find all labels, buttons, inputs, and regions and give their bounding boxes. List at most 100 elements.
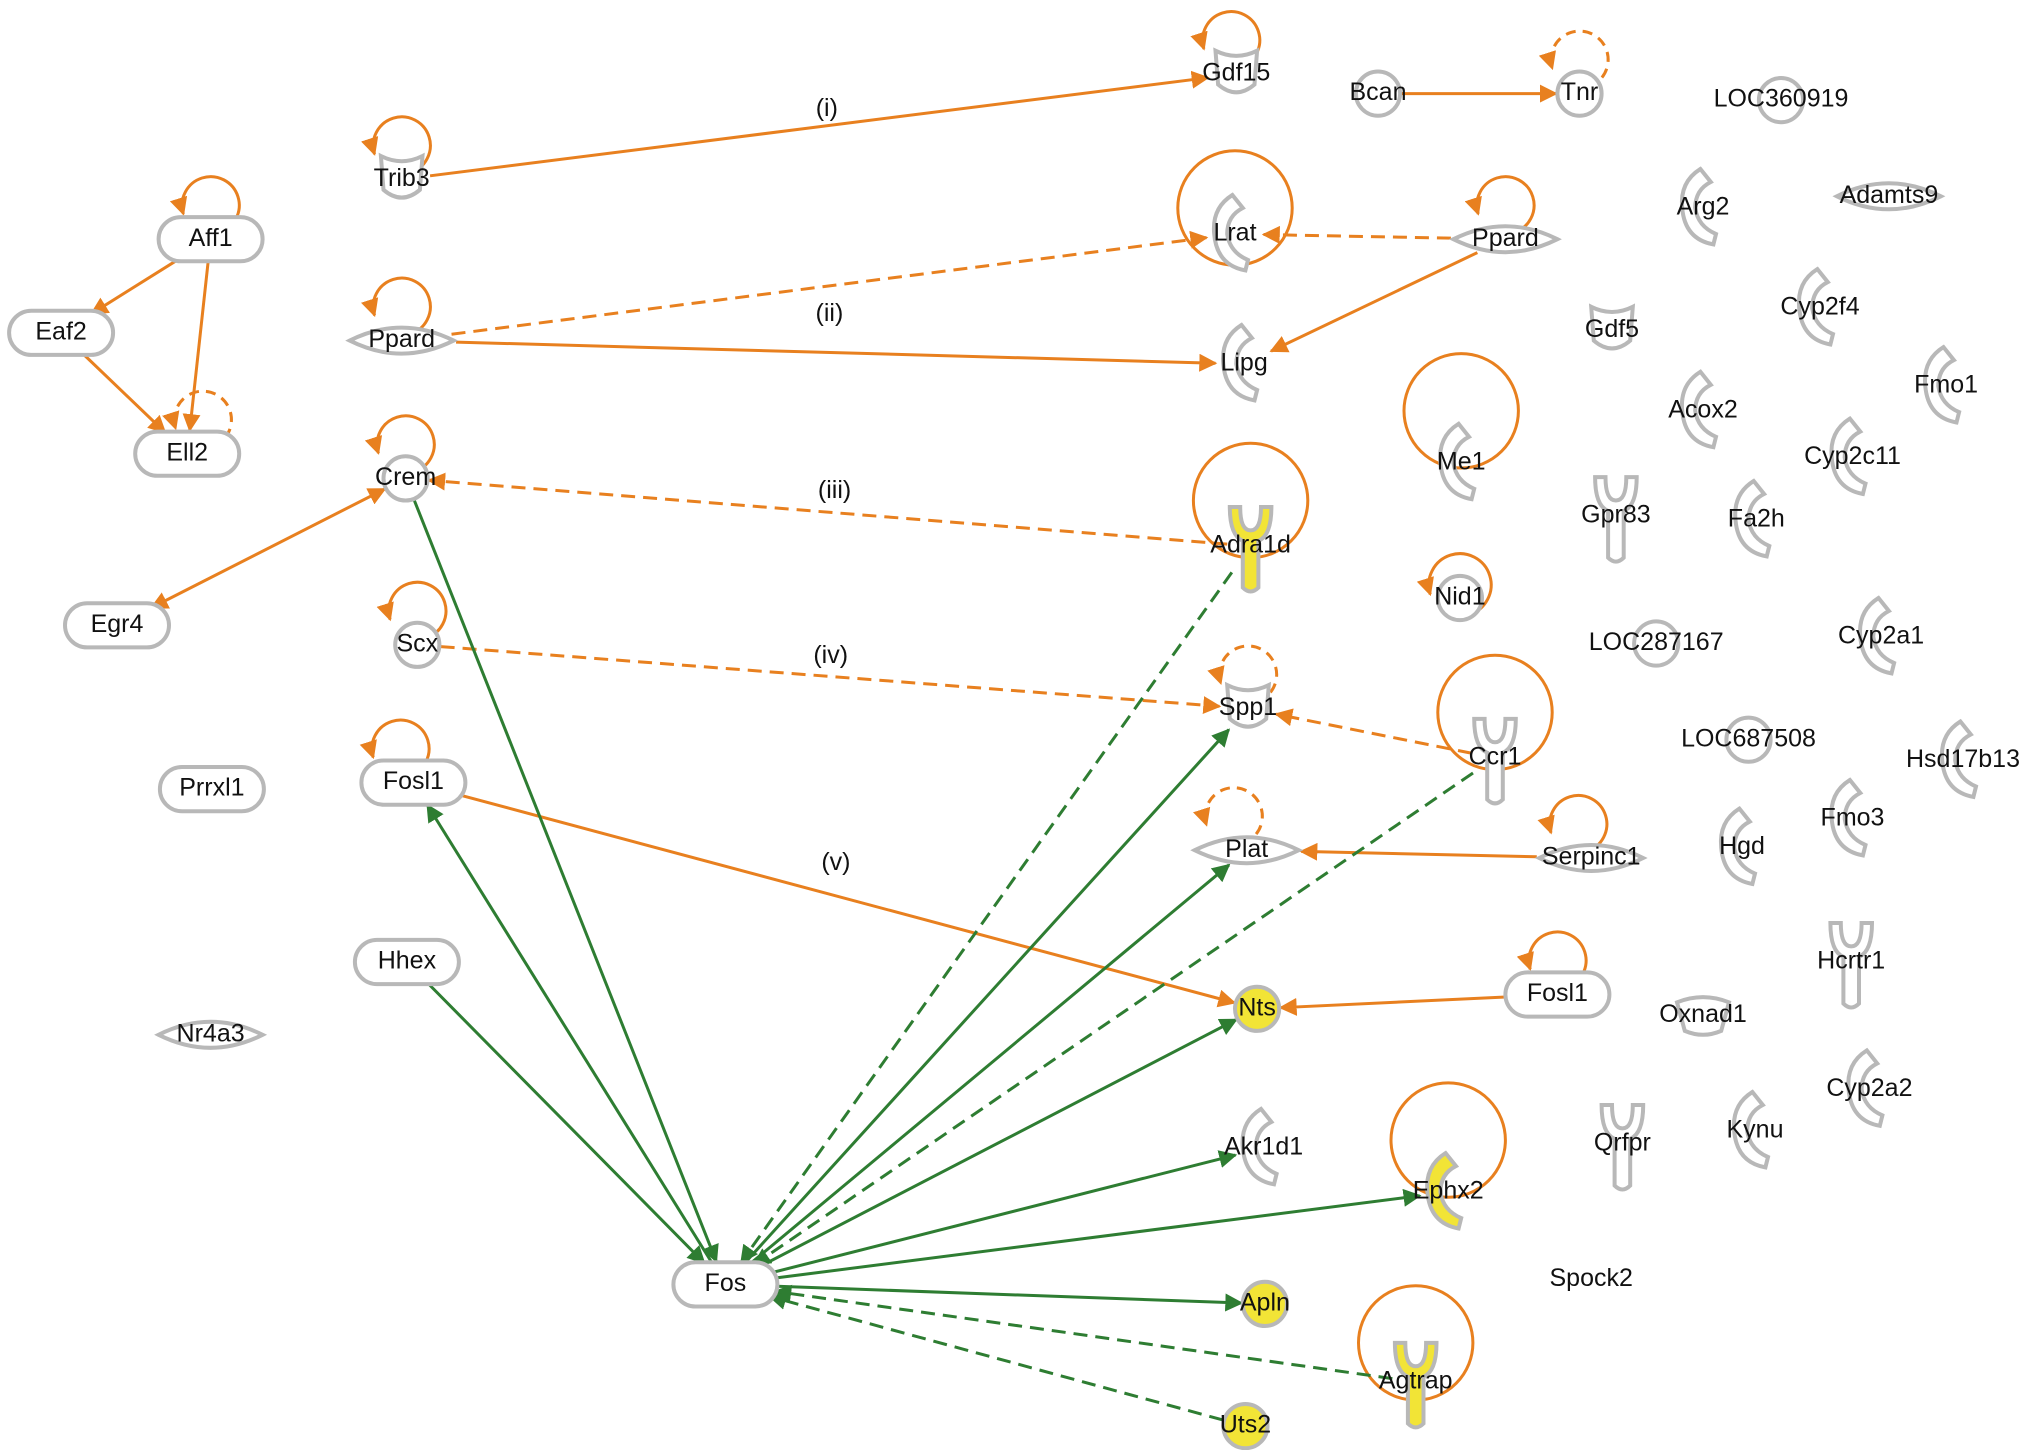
self-loop-trib3 [361, 115, 432, 175]
node-fa2h[interactable]: Fa2h [1728, 478, 1785, 559]
self-loop-spp1 [1207, 644, 1279, 704]
node-label: Trib3 [374, 164, 430, 192]
node-cyp2c11[interactable]: Cyp2c11 [1804, 415, 1901, 497]
node-shape [1756, 76, 1806, 125]
node-label: Qrfpr [1594, 1129, 1651, 1157]
node-label: Acox2 [1668, 395, 1737, 423]
node-nts[interactable]: Nts [1233, 984, 1282, 1033]
edge-fos-to-fosl1_l [426, 803, 713, 1263]
self-loop-layer [162, 10, 1610, 1402]
node-label: Egr4 [91, 610, 144, 638]
node-shape [1829, 415, 1868, 497]
node-uts2[interactable]: Uts2 [1220, 1402, 1271, 1451]
node-gpr83[interactable]: Gpr83 [1581, 475, 1651, 564]
node-fos[interactable]: Fos [671, 1260, 780, 1309]
node-label: Cyp2a1 [1838, 622, 1924, 650]
node-loc287167[interactable]: LOC287167 [1589, 619, 1724, 668]
self-loop-serpinc1 [1537, 794, 1609, 853]
node-gdf5[interactable]: Gdf5 [1585, 303, 1639, 351]
node-fmo1[interactable]: Fmo1 [1914, 344, 1978, 425]
node-label: Lrat [1213, 219, 1256, 247]
edge-fos-to-plat [749, 863, 1231, 1265]
node-label: Scx [396, 629, 438, 657]
node-cyp2f4[interactable]: Cyp2f4 [1780, 266, 1860, 347]
node-apln[interactable]: Apln [1240, 1279, 1290, 1329]
node-shape [1674, 995, 1732, 1037]
node-hcrtr1[interactable]: Hcrtr1 [1817, 921, 1885, 1010]
node-aff1[interactable]: Aff1 [156, 215, 265, 264]
node-loc360919[interactable]: LOC360919 [1714, 76, 1849, 125]
edge-adra1d-to-crem [427, 472, 1228, 546]
node-crem[interactable]: Crem [375, 454, 436, 503]
node-shape [1221, 322, 1260, 403]
node-shape [345, 325, 459, 356]
node-eaf2[interactable]: Eaf2 [7, 308, 116, 357]
node-shape [393, 620, 442, 669]
node-lrat[interactable]: Lrat [1211, 192, 1257, 273]
node-ell2[interactable]: Ell2 [133, 429, 242, 478]
node-cyp2a2[interactable]: Cyp2a2 [1826, 1047, 1912, 1129]
node-serpinc1[interactable]: Serpinc1 [1534, 843, 1648, 873]
node-label: Kynu [1727, 1116, 1784, 1144]
self-loop-me1 [1402, 352, 1520, 470]
node-cyp2a1[interactable]: Cyp2a1 [1838, 595, 1924, 676]
node-label: Me1 [1437, 447, 1486, 475]
edge-fosl1_l-to-nts [457, 793, 1237, 1008]
node-shape [1448, 224, 1562, 255]
node-bcan[interactable]: Bcan [1350, 69, 1407, 118]
node-ccr1[interactable]: Ccr1 [1469, 716, 1522, 806]
node-adamts9[interactable]: Adamts9 [1832, 181, 1946, 212]
node-oxnad1[interactable]: Oxnad1 [1659, 995, 1747, 1037]
edge-aff1-to-eaf2 [89, 256, 182, 316]
node-tnr[interactable]: Tnr [1555, 69, 1604, 118]
node-hsd17b13[interactable]: Hsd17b13 [1906, 718, 2020, 800]
node-ppard_r[interactable]: Ppard [1448, 224, 1562, 255]
node-label: Cyp2f4 [1780, 293, 1859, 321]
node-nr4a3[interactable]: Nr4a3 [154, 1019, 268, 1050]
node-fmo3[interactable]: Fmo3 [1821, 777, 1885, 858]
edge-label: (i) [816, 94, 838, 122]
self-loop-plat [1193, 786, 1264, 846]
node-ppard_l[interactable]: Ppard [345, 325, 459, 356]
node-agtrap[interactable]: Agtrap [1379, 1340, 1453, 1430]
node-plat[interactable]: Plat [1190, 835, 1304, 866]
node-loc687508[interactable]: LOC687508 [1681, 715, 1816, 764]
node-lipg[interactable]: Lipg [1220, 322, 1268, 403]
edge-hhex-to-fos [426, 982, 706, 1265]
edge-layer [82, 70, 1558, 1422]
node-akr1d1[interactable]: Akr1d1 [1224, 1106, 1303, 1187]
node-adra1d[interactable]: Adra1d [1210, 505, 1291, 594]
node-label: Spp1 [1219, 693, 1277, 721]
node-spp1[interactable]: Spp1 [1219, 681, 1277, 729]
node-shape [63, 601, 171, 650]
node-fosl1_r[interactable]: Fosl1 [1503, 970, 1612, 1019]
node-qrfpr[interactable]: Qrfpr [1594, 1103, 1651, 1192]
node-shape [671, 1260, 780, 1309]
node-hhex[interactable]: Hhex [352, 937, 461, 987]
node-egr4[interactable]: Egr4 [63, 601, 171, 650]
node-arg2[interactable]: Arg2 [1677, 166, 1730, 247]
node-prrxl1[interactable]: Prrxl1 [157, 765, 266, 814]
node-acox2[interactable]: Acox2 [1668, 369, 1738, 450]
edge-label: (iv) [813, 641, 848, 669]
node-label: Nts [1238, 993, 1276, 1021]
edge-serpinc1-to-plat [1299, 842, 1537, 861]
node-shape [1828, 921, 1875, 1010]
node-ephx2[interactable]: Ephx2 [1413, 1150, 1484, 1231]
node-me1[interactable]: Me1 [1437, 421, 1486, 502]
node-label: Hhex [378, 947, 437, 975]
node-hgd[interactable]: Hgd [1718, 805, 1765, 887]
node-shape [1724, 715, 1773, 764]
node-gdf15[interactable]: Gdf15 [1202, 47, 1270, 95]
node-scx[interactable]: Scx [393, 620, 442, 669]
node-nid1[interactable]: Nid1 [1434, 573, 1486, 623]
edge-ppard_r-to-lrat [1261, 225, 1451, 244]
node-kynu[interactable]: Kynu [1727, 1089, 1784, 1170]
node-fosl1_l[interactable]: Fosl1 [359, 758, 468, 807]
node-trib3[interactable]: Trib3 [374, 152, 430, 200]
node-shape [359, 758, 468, 807]
edge-scx-to-spp1 [440, 645, 1222, 715]
edge-ppard_l-to-lipg [456, 340, 1218, 372]
node-spock2[interactable]: Spock2 [1550, 1264, 1633, 1292]
